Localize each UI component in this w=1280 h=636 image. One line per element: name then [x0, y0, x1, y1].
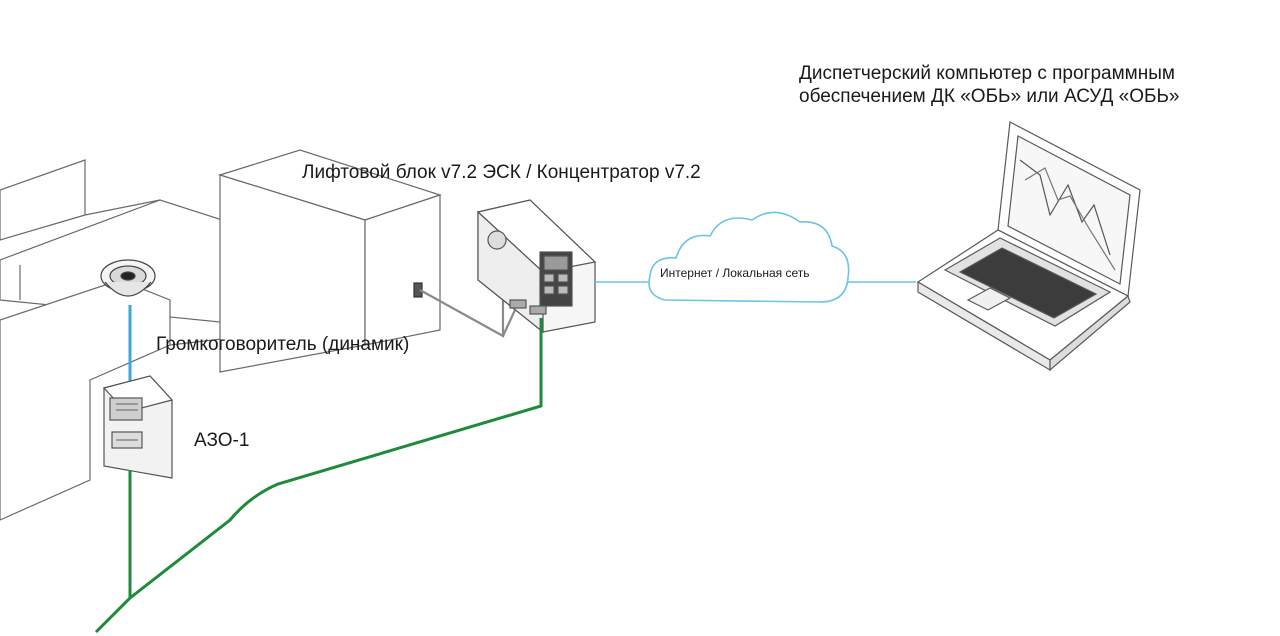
lift-block-device-icon [476, 199, 597, 334]
gray-cable [419, 289, 516, 338]
cloud-icon [648, 211, 850, 303]
lift-machine-room-icon [217, 149, 442, 373]
laptop-icon [916, 121, 1141, 372]
green-cable-lift-block [94, 318, 543, 634]
speaker-icon [100, 259, 156, 297]
speaker-label: Громкоговоритель (динамик) [156, 334, 410, 355]
dispatcher-label-line2: обеспечением ДК «ОБЬ» или АСУД «ОБЬ» [799, 86, 1180, 107]
dispatcher-label-line1: Диспетчерский компьютер с программным [799, 63, 1175, 84]
azo-label: АЗО-1 [194, 430, 250, 451]
azo-device-icon [102, 375, 174, 479]
network-label: Интернет / Локальная сеть [660, 266, 810, 280]
lift-block-label: Лифтовой блок v7.2 ЭСК / Концентратор v7… [302, 162, 701, 183]
